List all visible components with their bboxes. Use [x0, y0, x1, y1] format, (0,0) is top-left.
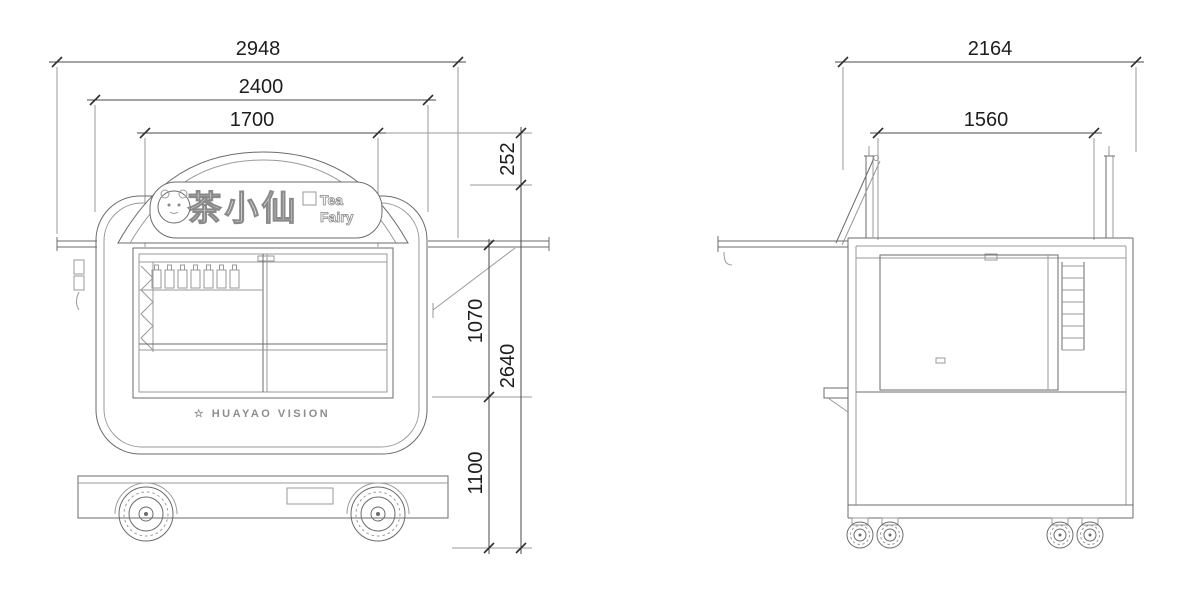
dim-height-chain-outer: 252 2640	[470, 127, 532, 554]
door-hinge-detail	[73, 259, 85, 311]
dim-body-width-label: 2400	[239, 76, 284, 98]
dim-overall-width: 2948	[49, 38, 466, 238]
counter-hook	[723, 251, 733, 266]
sign-cn-text: 茶小仙	[188, 189, 299, 229]
dim-sign-height-label: 252	[497, 142, 519, 175]
flap-strut	[432, 247, 516, 311]
dim-overall-depth-label: 2164	[968, 38, 1013, 60]
vent-panel	[286, 487, 334, 505]
sign-en-top-text: Tea	[320, 192, 343, 208]
sign-en-bottom-text: Fairy	[320, 209, 354, 225]
side-shelf	[823, 387, 849, 413]
lattice-strip	[140, 262, 154, 352]
dim-body-width: 2400	[87, 76, 436, 212]
window-latch	[257, 255, 275, 262]
caster-wheel	[876, 517, 904, 549]
sign-panel	[149, 181, 383, 239]
casters	[846, 517, 1104, 549]
caster-wheel	[1076, 517, 1104, 549]
front-view: 2948 2400 1700	[49, 38, 550, 554]
wheel-right	[346, 482, 410, 542]
side-counter-flap	[717, 236, 848, 266]
roof-latch	[984, 253, 998, 261]
caster-wheel	[1046, 517, 1074, 549]
sign-frame-edges	[864, 146, 1115, 238]
shelf-rack	[1061, 262, 1085, 351]
dim-body-depth-label: 1560	[964, 109, 1009, 131]
dim-height-chain-inner: 1070 1100	[432, 239, 532, 554]
open-lid-edge	[835, 155, 881, 246]
interior-door	[879, 254, 1059, 391]
side-view: 2164 1560	[717, 38, 1144, 549]
brand-text: ☆ HUAYAO VISION	[194, 408, 330, 420]
wheel-left	[114, 482, 178, 542]
caster-wheel	[846, 517, 874, 549]
service-window	[132, 247, 394, 399]
seal-mark	[302, 191, 317, 206]
sign-arch: 茶小仙 Tea Fairy	[117, 151, 409, 244]
left-flap	[56, 237, 97, 251]
dim-base-height-label: 1100	[465, 451, 487, 494]
dim-window-width-label: 1700	[230, 109, 275, 131]
dim-overall-depth: 2164	[835, 38, 1144, 170]
dim-overall-height-label: 2640	[497, 344, 519, 389]
interior	[856, 253, 1126, 393]
bottle-shelf	[139, 264, 263, 291]
door-handle	[935, 357, 946, 364]
chassis	[77, 475, 449, 519]
dim-window-height-label: 1070	[465, 299, 487, 344]
side-body	[717, 146, 1134, 519]
dim-body-depth: 1560	[870, 109, 1102, 240]
logo-mark	[157, 189, 191, 224]
dim-overall-width-label: 2948	[236, 38, 281, 60]
